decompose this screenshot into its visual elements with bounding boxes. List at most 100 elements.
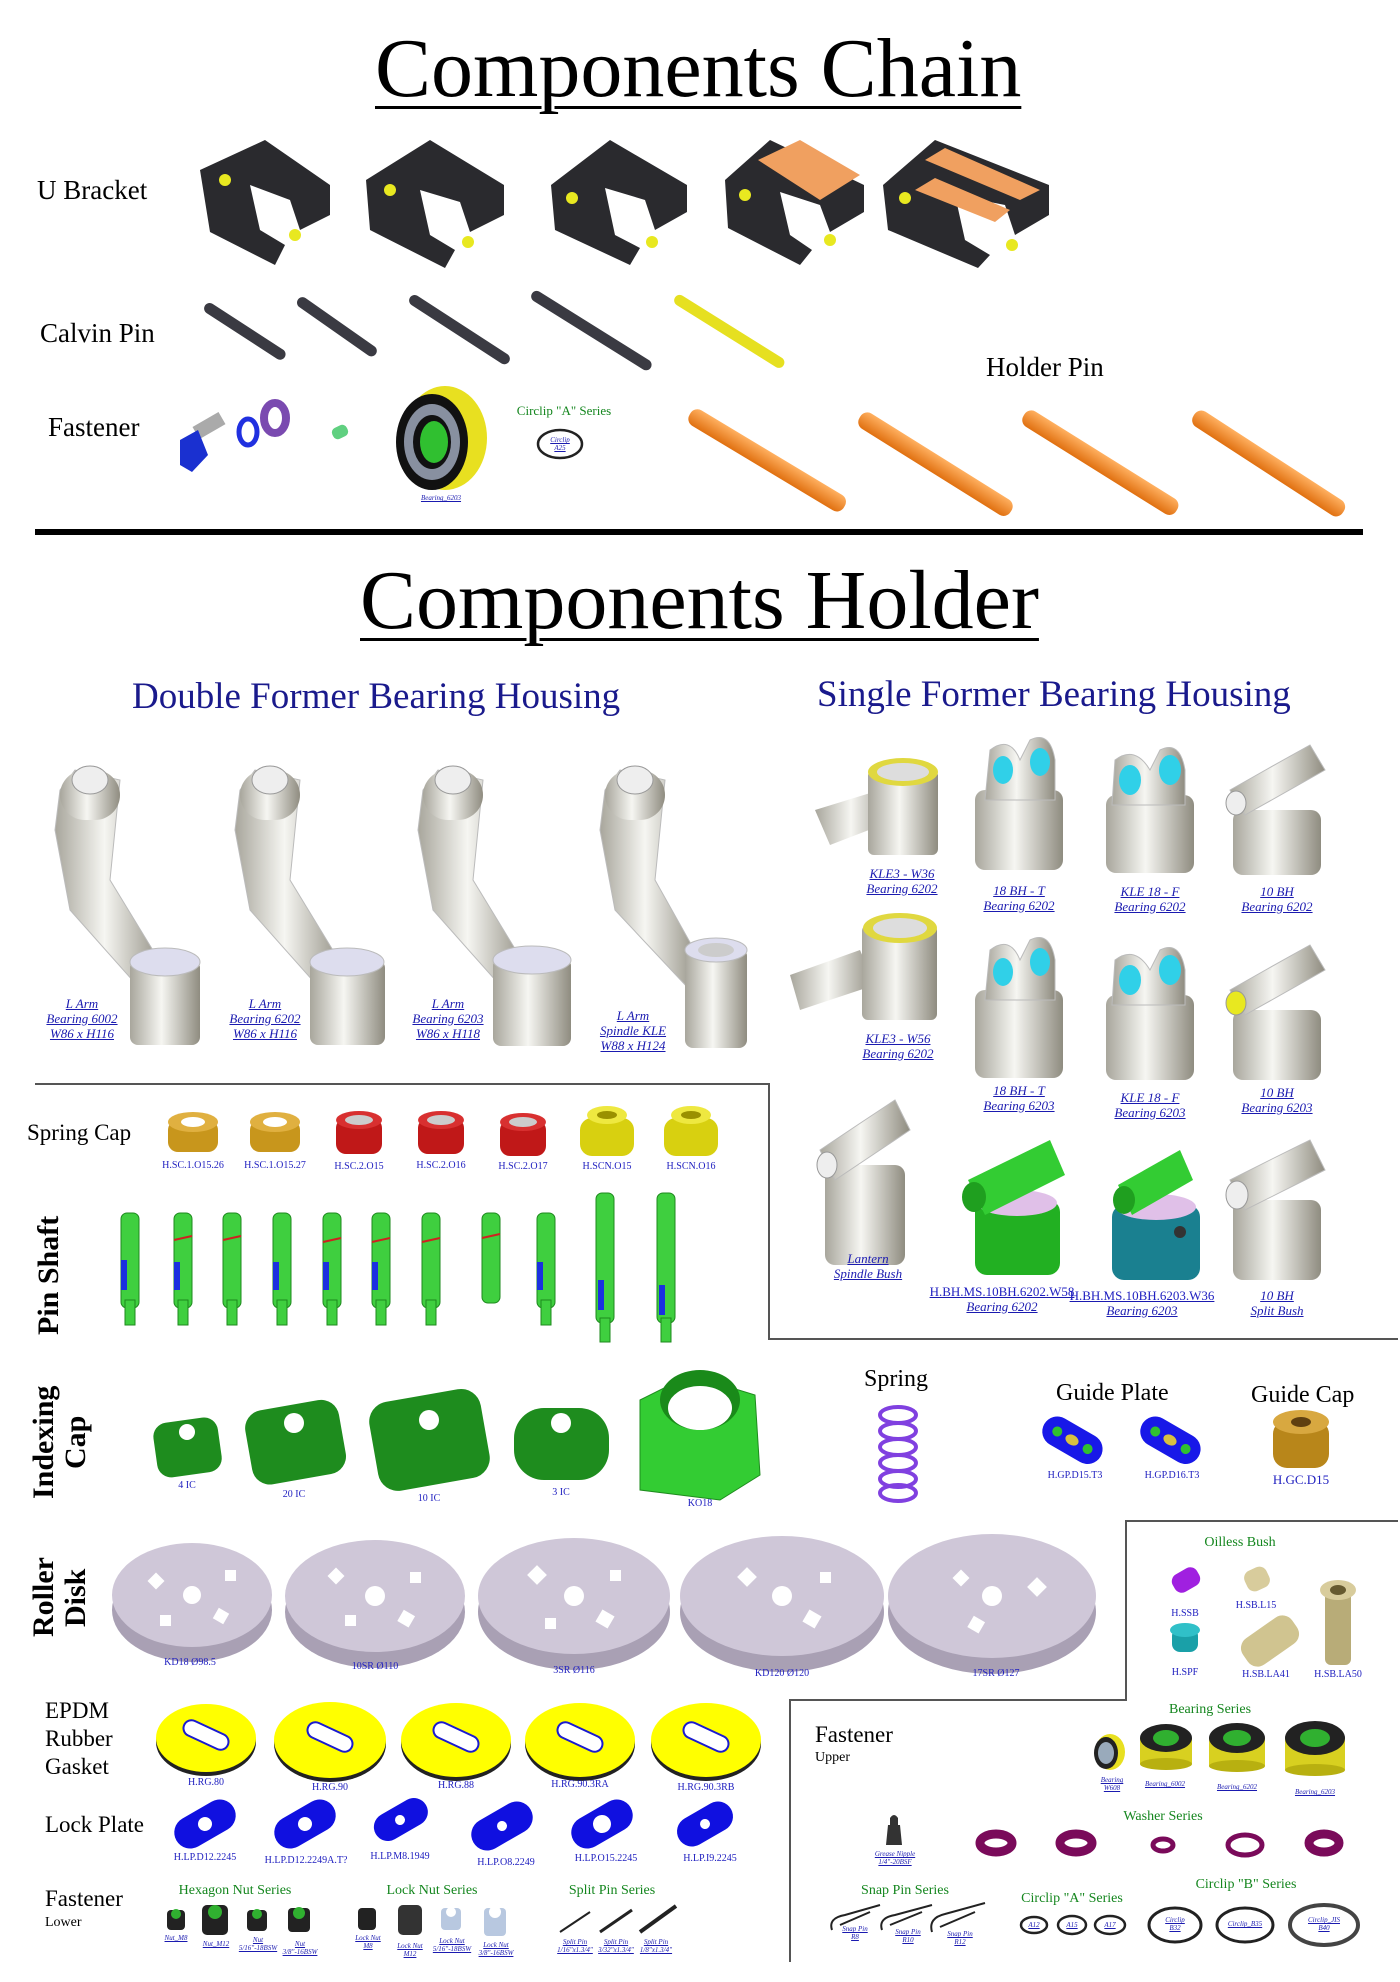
bearing-label[interactable]: Bearing_6202 — [1217, 1783, 1257, 1791]
bush-hsbla41 — [1240, 1615, 1300, 1667]
roller-disk-label: 3SR Ø116 — [553, 1665, 595, 1676]
circlip-a-label[interactable]: A17 — [1104, 1921, 1116, 1929]
label-line: 5/16"-18BSW — [238, 1944, 278, 1952]
label-line: B32 — [1169, 1924, 1181, 1932]
circlip-a-label[interactable]: A15 — [1066, 1921, 1078, 1929]
label-line: Bearing — [1100, 1776, 1124, 1784]
snap-pin-r8 — [830, 1904, 881, 1931]
label-line: 5/16"-18BSW — [432, 1945, 472, 1953]
roller-disk-label: 17SR Ø127 — [972, 1668, 1020, 1679]
spring-cap-label: H.SC.1.O15.27 — [244, 1160, 306, 1171]
label-line: Bearing_6202 — [1216, 1783, 1258, 1791]
bearing-label[interactable]: Bearing_6203 — [1295, 1788, 1335, 1796]
hbh-ms-6202-w58 — [962, 1140, 1065, 1275]
spring-cap-label: H.SC.1.O15.26 — [162, 1160, 224, 1171]
l-arm-images — [54, 765, 748, 1048]
label-line: W86 x H118 — [415, 1026, 481, 1041]
holder-pin-heading: Holder Pin — [986, 352, 1104, 382]
lock-plate-images — [174, 1798, 733, 1851]
gasket-label: H.RG.88 — [437, 1780, 475, 1791]
label-line: A25 — [554, 444, 566, 452]
label-line: Split Pin — [603, 1938, 629, 1946]
lock-nut-m8 — [358, 1908, 376, 1930]
label-line: Snap Pin — [947, 1930, 973, 1938]
circlip-a-label[interactable]: A12 — [1028, 1921, 1040, 1929]
divider — [768, 1083, 770, 1340]
label-line: KLE 18 - F — [1120, 884, 1180, 899]
lock-plate-5 — [571, 1799, 633, 1849]
snap-pin-r10 — [880, 1904, 933, 1931]
fastener-heading: Fastener — [48, 412, 140, 442]
bearing-6203-label[interactable]: Bearing_6203 — [420, 494, 462, 502]
label-line: KLE3 - W56 — [865, 1031, 931, 1046]
guide-plate-2 — [1140, 1416, 1201, 1464]
spring-cap-label: H.SC.2.O15 — [334, 1161, 384, 1172]
label-line: Snap Pin — [895, 1928, 921, 1936]
label-line: W608 — [1103, 1784, 1121, 1792]
guide-plate-label: H.GP.D15.T3 — [1047, 1470, 1103, 1481]
label-line: Bearing 6202 — [966, 1299, 1038, 1314]
label-line: R12 — [954, 1938, 966, 1946]
split-pin-series-heading: Split Pin Series — [568, 1883, 656, 1898]
18bh-t-6203 — [975, 937, 1063, 1078]
label-line: Bearing 6202 — [862, 1046, 934, 1061]
bearing-w608 — [1094, 1734, 1125, 1770]
chain-title: Components Chain — [375, 22, 1022, 115]
bearing-label[interactable]: Bearing_6002 — [1145, 1780, 1185, 1788]
label-line: 1/8"x1.3/4" — [639, 1946, 673, 1954]
bearing-6202 — [1209, 1723, 1265, 1772]
guide-plate-1 — [1042, 1416, 1103, 1464]
circlip-b32 — [1147, 1906, 1203, 1944]
u-bracket-3 — [551, 140, 687, 265]
guide-images — [1042, 1410, 1329, 1468]
circlip-b-label[interactable]: Circlip_B35 — [1228, 1920, 1262, 1928]
circlip-b35 — [1215, 1906, 1275, 1944]
roller-disk-2 — [285, 1540, 465, 1668]
spring-cap-2 — [250, 1112, 300, 1152]
l-arm-2 — [234, 765, 385, 1045]
hex-nut-3-8 — [288, 1907, 310, 1932]
bush-hssb — [1171, 1567, 1201, 1593]
label-line: L Arm — [616, 1008, 650, 1023]
heading-line: Rubber — [45, 1726, 113, 1751]
oilless-bush-label: H.SPF — [1171, 1667, 1199, 1678]
hex-nut-label[interactable]: Nut_M12 — [203, 1940, 229, 1948]
label-line: Bearing 6202 — [229, 1011, 301, 1026]
hex-nut-label[interactable]: Nut_M8 — [165, 1934, 188, 1942]
label-line: Spindle Bush — [833, 1266, 903, 1281]
label-line: M12 — [403, 1950, 417, 1958]
